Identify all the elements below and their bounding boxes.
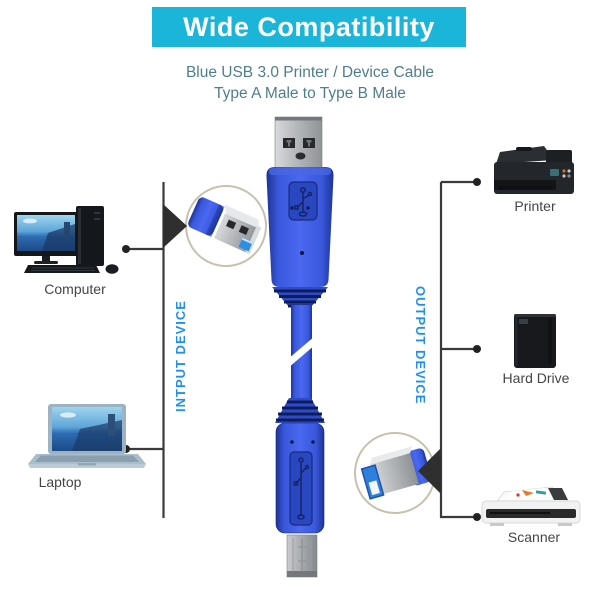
- dot-hard-drive: [473, 345, 481, 353]
- desktop-computer-icon: [14, 206, 119, 274]
- arrow-left-icon: [418, 448, 441, 494]
- usb-a-housing: [266, 167, 334, 287]
- subtitle-line1: Blue USB 3.0 Printer / Device Cable: [185, 64, 435, 81]
- dot-printer: [473, 178, 481, 186]
- cable-run: [288, 305, 315, 400]
- output-device-label: OUTPUT DEVICE: [413, 286, 428, 405]
- dot-computer: [122, 245, 130, 253]
- banner: Wide Compatibility: [152, 7, 466, 47]
- printer-icon: [494, 146, 574, 194]
- usb-b-metal-shell: [286, 534, 318, 578]
- banner-title: Wide Compatibility: [183, 11, 435, 42]
- hard-drive-icon: [514, 314, 556, 368]
- laptop-caption: Laptop: [38, 474, 82, 490]
- hard-drive-caption: Hard Drive: [502, 370, 570, 386]
- scanner-caption: Scanner: [507, 529, 561, 545]
- scanner-icon: [481, 486, 581, 526]
- arrow-right-icon: [163, 204, 187, 248]
- usb-type-a-plug-icon: [185, 185, 267, 267]
- printer-caption: Printer: [514, 198, 556, 214]
- laptop-icon: [28, 404, 146, 468]
- usb-cable-image: [266, 116, 334, 578]
- usb-b-housing: [275, 422, 325, 534]
- dot-scanner: [473, 513, 481, 521]
- strain-relief-bottom: [275, 398, 325, 423]
- subtitle-line2: Type A Male to Type B Male: [214, 85, 406, 102]
- subtitle: Blue USB 3.0 Printer / Device Cable Type…: [105, 62, 515, 104]
- computer-caption: Computer: [44, 281, 106, 297]
- usb-a-metal-shell: [274, 116, 323, 170]
